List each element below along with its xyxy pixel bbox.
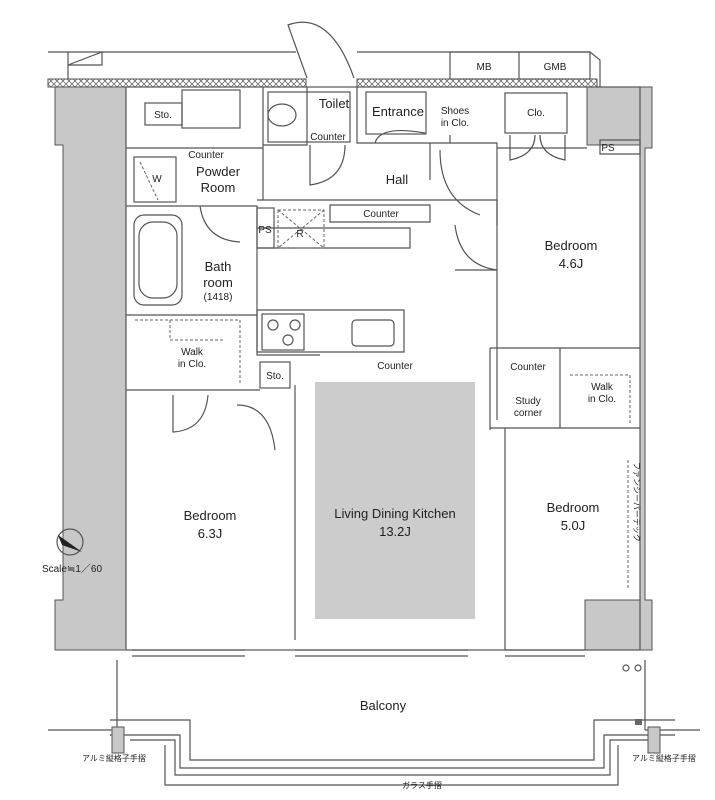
label-mb: MB (477, 62, 492, 73)
label-counter-right: Counter (510, 362, 546, 373)
door-swings (172, 130, 566, 451)
label-bedroom-se-2: 5.0J (561, 518, 586, 533)
right-structural-wall (584, 86, 653, 651)
label-powder-counter: Counter (188, 150, 224, 161)
label-bedroom-sw-2: 6.3J (198, 526, 223, 541)
balcony (48, 660, 700, 786)
note-alu-rail-right: アルミ縦格子手摺 (632, 753, 696, 763)
label-refrigerator: R (296, 229, 303, 240)
label-bath-2: room (203, 275, 233, 290)
label-shoes-2: in Clo. (441, 118, 469, 129)
label-bedroom-se-1: Bedroom (547, 500, 600, 515)
scale-label: Scale≒1／60 (42, 563, 103, 575)
label-walkin-left-2: in Clo. (178, 359, 206, 370)
label-ldk-2: 13.2J (379, 524, 411, 539)
label-toilet-counter: Counter (310, 132, 346, 143)
label-ps-left: PS (258, 225, 272, 236)
label-powder-2: Room (201, 180, 236, 195)
label-ldk-1: Living Dining Kitchen (334, 506, 455, 521)
north-compass (56, 528, 84, 556)
note-glass-rail: ガラス手摺 (402, 780, 442, 790)
note-alu-rail-left: アルミ縦格子手摺 (82, 753, 146, 763)
label-study-1: Study (515, 396, 541, 407)
meter-boxes (449, 51, 591, 80)
label-hall: Hall (386, 172, 409, 187)
label-shoes-1: Shoes (441, 106, 469, 117)
label-bath-3: (1418) (204, 292, 233, 303)
entry-door (287, 21, 355, 79)
label-powder-1: Powder (196, 164, 241, 179)
exterior-wall-left (47, 78, 307, 88)
fixtures (133, 89, 641, 590)
label-kitchen-counter: Counter (377, 361, 413, 372)
label-bedroom-ne-1: Bedroom (545, 238, 598, 253)
label-walkin-left-1: Walk (181, 347, 204, 358)
label-bedroom-sw-1: Bedroom (184, 508, 237, 523)
label-toilet: Toilet (319, 96, 350, 111)
label-bedroom-ne-2: 4.6J (559, 256, 584, 271)
label-hall-counter: Counter (363, 209, 399, 220)
label-balcony: Balcony (360, 698, 407, 713)
label-closet: Clo. (527, 108, 545, 119)
ldk-area (315, 382, 475, 619)
exterior-wall-right (356, 78, 598, 88)
label-partition: ファンシーパーテック (632, 462, 641, 542)
label-gmb: GMB (544, 62, 567, 73)
label-ps-right: PS (601, 143, 615, 154)
label-study-2: corner (514, 408, 543, 419)
label-bath-1: Bath (205, 259, 232, 274)
label-storage: Sto. (154, 110, 172, 121)
label-entrance: Entrance (372, 104, 424, 119)
windows (132, 649, 585, 657)
label-walkin-right-1: Walk (591, 382, 614, 393)
label-walkin-right-2: in Clo. (588, 394, 616, 405)
label-storage-kitchen: Sto. (266, 371, 284, 382)
label-washer: W (152, 174, 162, 185)
